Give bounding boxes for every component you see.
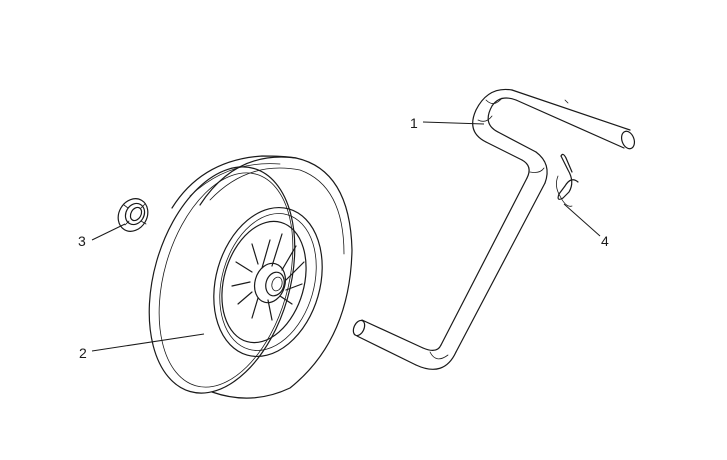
callout-2-leader [91,333,205,352]
hitch-pin-part [556,153,579,207]
callout-3-label: 3 [78,233,86,249]
callout-2-label: 2 [79,345,87,361]
retaining-nut-part [117,198,149,232]
wheel-part [148,155,353,399]
handle-part [352,88,636,370]
callout-4-leader [563,203,601,237]
callout-1-label: 1 [410,115,418,131]
callout-1-leader [422,121,485,125]
callout-4-label: 4 [601,233,609,249]
callout-3-leader [91,223,126,241]
